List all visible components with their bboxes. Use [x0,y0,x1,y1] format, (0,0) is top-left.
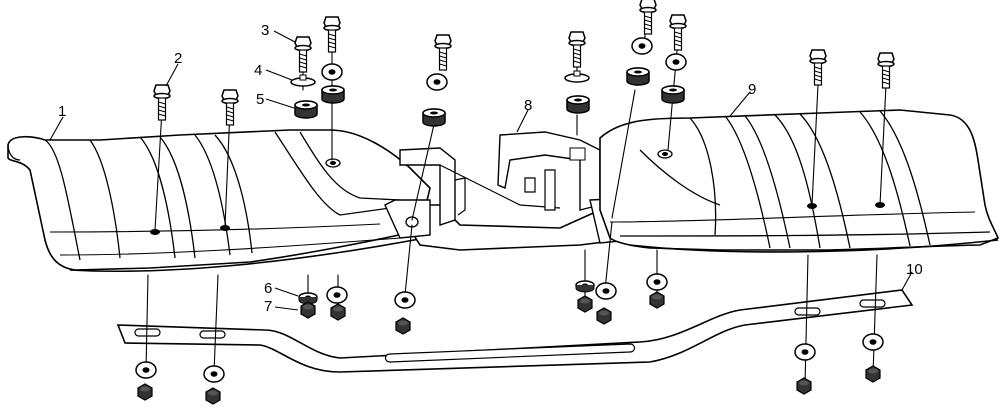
nut-strap-a [137,383,153,401]
nut-lower-center [395,317,411,335]
bolt-center-left [434,34,452,71]
callout-3: 3 [261,22,269,39]
bolt-3b [323,16,341,53]
bolt-top [639,0,657,35]
callout-4: 4 [254,62,262,79]
callout-labels: 1 2 3 4 5 6 7 8 9 10 [58,22,923,315]
callout-6: 6 [264,280,272,297]
flat-washer-4 [290,74,316,87]
callout-5: 5 [256,91,264,108]
bolt-right-a [669,14,687,51]
callout-7: 7 [264,298,272,315]
bolt-2a [153,84,171,121]
callout-10: 10 [906,261,923,278]
washer-strap-d [862,333,884,351]
right-heat-shield [599,109,1000,253]
spacer-center-a [422,108,446,127]
washer-right [665,53,687,71]
washer-lower-center [394,291,416,309]
spacer-left [321,85,345,104]
spacer-top [626,67,650,86]
washer-strap-a [135,361,157,379]
bolt-center-right [568,31,586,68]
callout-9: 9 [748,81,756,98]
nut-lower-c [649,291,665,309]
bolt-right-c [877,52,895,89]
callout-leaders [49,30,913,311]
nut-7 [300,301,316,319]
callout-1: 1 [58,103,66,120]
washer-strap-c [794,343,816,361]
callout-2: 2 [174,50,182,67]
left-heat-shield [7,129,431,273]
bolt-3a [294,36,312,73]
nut-lower-b [577,295,593,313]
mounting-strap [116,289,914,373]
nut-strap-b [205,387,221,405]
washer-lower-c [646,273,668,291]
lock-washer-lower [575,280,595,293]
washer-top [631,37,653,55]
nut-strap-d [865,365,881,383]
nut-lower-right [596,307,612,325]
flat-washer-center [564,70,590,83]
washer-center-a [426,73,448,91]
bolt-2b [221,89,239,126]
bolt-right-b [809,49,827,86]
center-bracket [384,131,631,251]
washer-6b [326,286,348,304]
washer-left-a [321,63,343,81]
nut-7b [330,303,346,321]
nut-strap-c [796,377,812,395]
callout-8: 8 [524,97,532,114]
spacer-right [661,85,685,104]
washer-strap-b [203,365,225,383]
washer-lower-right [595,282,617,300]
spacer-center-b [566,95,590,114]
spacer-5 [294,100,318,119]
